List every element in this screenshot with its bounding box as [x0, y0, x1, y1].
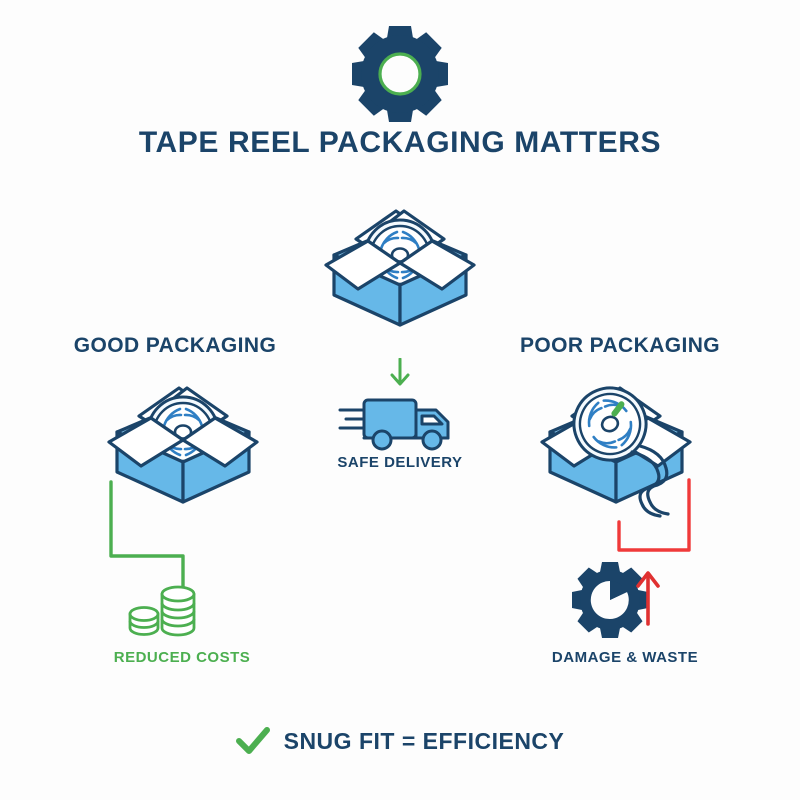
footer-text: SNUG FIT = EFFICIENCY — [283, 727, 565, 754]
down-arrow-icon — [390, 358, 410, 386]
caption-damage-waste: DAMAGE & WASTE — [551, 649, 699, 666]
broken-gear-with-up-arrow-icon — [572, 562, 660, 638]
open-box-with-unspooling-reel-icon — [540, 386, 692, 518]
red-elbow-line-connector — [617, 478, 691, 552]
open-box-with-seated-reel-icon — [107, 386, 259, 504]
caption-safe-delivery: SAFE DELIVERY — [337, 454, 463, 471]
page-title: TAPE REEL PACKAGING MATTERS — [138, 126, 662, 159]
delivery-truck-icon — [338, 398, 450, 451]
column-label-poor: POOR PACKAGING — [519, 334, 721, 357]
column-label-good: GOOD PACKAGING — [73, 334, 277, 357]
caption-reduced-costs: REDUCED COSTS — [113, 649, 251, 666]
open-box-with-tape-reel-icon — [324, 209, 476, 327]
gear-icon — [352, 26, 448, 122]
check-mark-icon — [235, 727, 270, 754]
footer-banner: SNUG FIT = EFFICIENCY — [0, 726, 800, 761]
coin-stacks-icon — [128, 585, 196, 637]
